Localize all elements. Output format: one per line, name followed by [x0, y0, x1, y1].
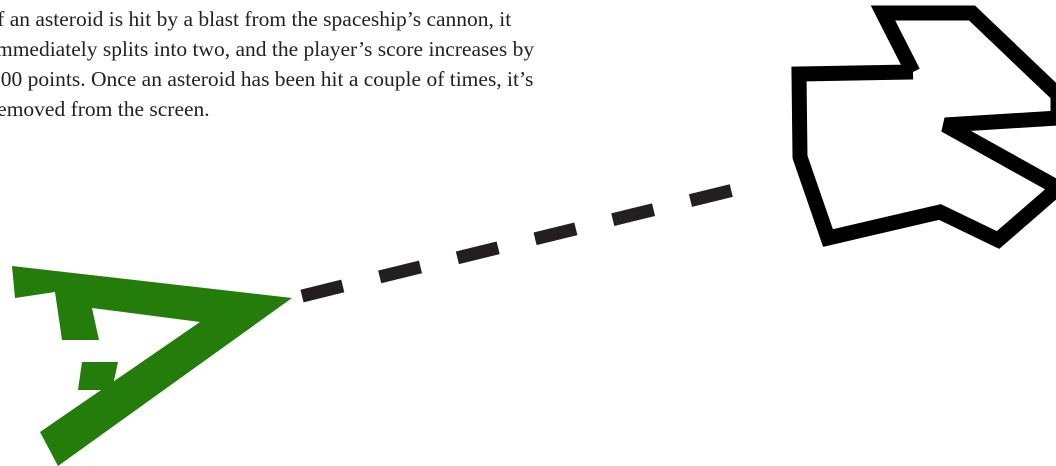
cannon-blast-trail: [302, 186, 750, 296]
spaceship-icon: [12, 266, 292, 466]
asteroid-icon: [799, 13, 1056, 240]
